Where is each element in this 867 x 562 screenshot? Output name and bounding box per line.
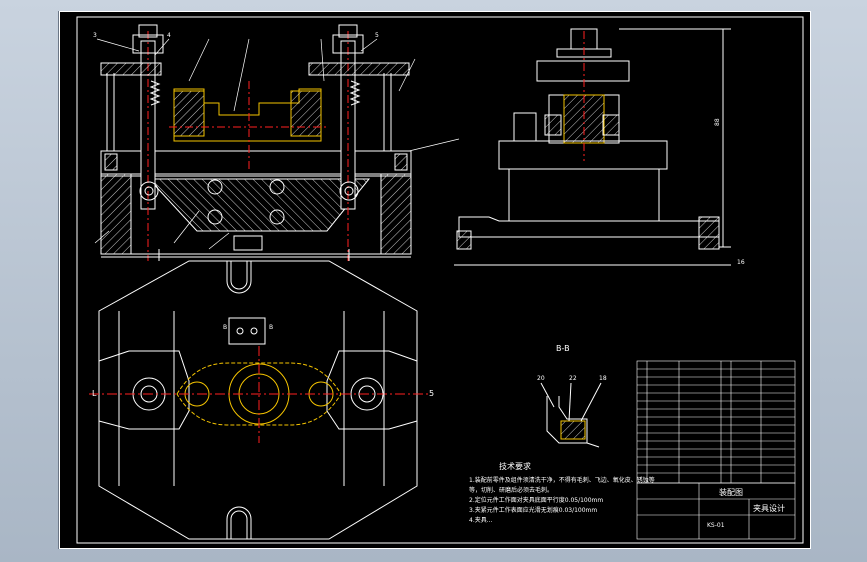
front-view-leaders <box>94 38 460 250</box>
section-marker-left: L <box>92 389 97 398</box>
drawing-frame-inner <box>76 16 804 544</box>
cad-drawing: 3 4 5 16 88 <box>59 11 811 549</box>
section-title: B-B <box>556 344 570 353</box>
view-marker-right: B <box>269 324 273 331</box>
section-detail <box>540 382 602 448</box>
view-marker-left: B <box>223 324 227 331</box>
tech-note-line: 2.定位元件工作面对夹具底面平行度0.05/100mm <box>469 496 603 504</box>
tech-notes: 1.装配前零件及组件须清洗干净，不得有毛刺、飞边、氧化皮、锈蚀等 等，切削、研磨… <box>469 476 655 524</box>
vertical-dimension-value: 88 <box>714 118 721 126</box>
top-view <box>89 260 429 540</box>
detail-label: 18 <box>599 375 607 382</box>
tech-note-line: 1.装配前零件及组件须清洗干净，不得有毛刺、飞边、氧化皮、锈蚀等 <box>469 476 655 484</box>
detail-label: 20 <box>537 375 545 382</box>
detail-label: 22 <box>569 375 577 382</box>
leader-number-labels: 3 4 5 16 <box>93 32 745 266</box>
title-block-code: KS-01 <box>707 522 725 529</box>
title-block-subtitle: 夹具设计 <box>753 503 785 513</box>
tech-note-line: 等，切削、研磨后必须去毛刺。 <box>469 486 553 494</box>
title-block-name: 装配图 <box>719 487 743 497</box>
parts-list <box>636 360 796 484</box>
tech-note-line: 3.夹紧元件工作表面应光滑无划痕0.03/100mm <box>469 506 597 514</box>
leader-number: 16 <box>737 259 745 266</box>
leader-number: 5 <box>375 32 379 39</box>
leader-number: 3 <box>93 32 97 39</box>
tech-note-line: 4.夹具... <box>469 516 493 524</box>
side-view <box>454 28 731 266</box>
section-marker-right: 5 <box>429 389 434 398</box>
front-view <box>100 24 412 261</box>
leader-number: 4 <box>167 32 171 39</box>
title-block <box>636 482 796 540</box>
drawing-frame-outer <box>59 11 811 549</box>
tech-notes-title: 技术要求 <box>499 461 531 471</box>
cad-viewport[interactable]: 3 4 5 16 88 <box>58 11 811 549</box>
